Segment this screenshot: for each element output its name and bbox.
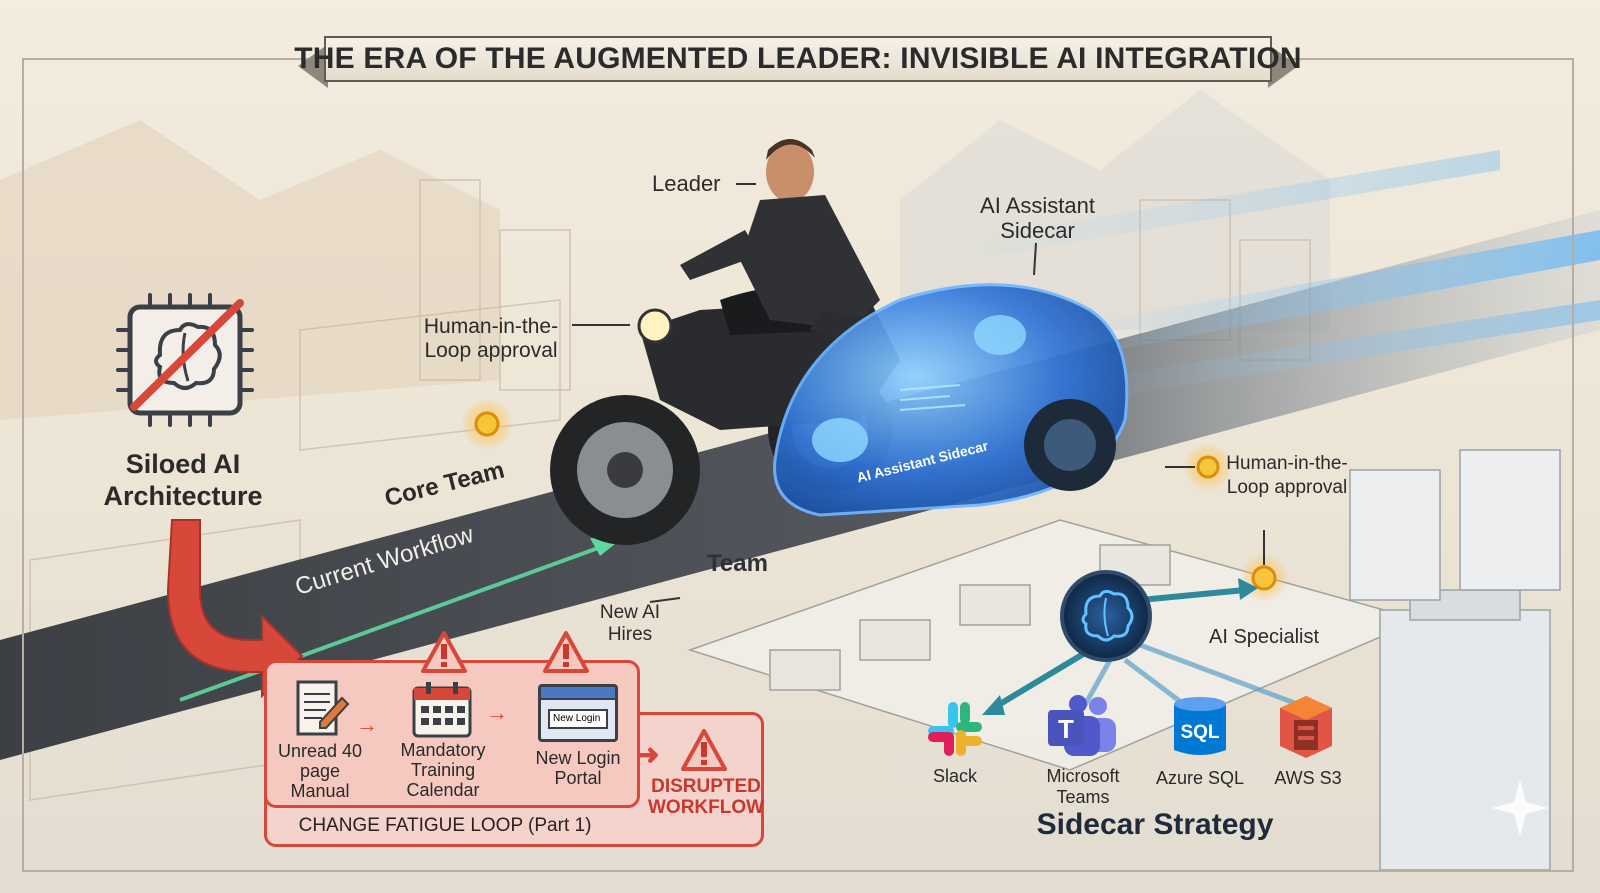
calendar-icon — [412, 682, 472, 738]
title-banner: THE ERA OF THE AUGMENTED LEADER: INVISIB… — [294, 30, 1302, 88]
banner-tail-left — [298, 44, 328, 88]
road-line — [179, 538, 621, 702]
ai-brain-hub-icon — [1060, 570, 1152, 662]
sidecar-strategy-title: Sidecar Strategy — [1036, 808, 1274, 841]
teams-logo-letter: T — [1058, 714, 1074, 744]
background-hill — [900, 90, 1330, 330]
team-label: Team — [707, 550, 768, 577]
disrupted-workflow-label: DISRUPTED WORKFLOW — [648, 776, 765, 818]
step-arrow-icon: → — [486, 700, 508, 725]
document-pen-icon — [296, 680, 350, 736]
siloed-to-fatigue-arrow — [166, 519, 304, 699]
sidecar-label: AI Assistant Sidecar — [980, 193, 1095, 243]
page-title: THE ERA OF THE AUGMENTED LEADER: INVISIB… — [294, 36, 1302, 82]
login-window-titlebar — [541, 687, 615, 700]
ai-sidecar — [773, 283, 1129, 517]
approval-node — [1196, 455, 1220, 479]
teams-label: Microsoft Teams — [1046, 766, 1120, 807]
login-window-icon: New Login — [538, 684, 618, 742]
leader-lines — [572, 183, 1265, 603]
office-floor — [687, 519, 1423, 771]
approval-node — [1251, 565, 1277, 591]
crossed-out-brain-chip-icon — [116, 293, 254, 427]
strategy-arrows — [982, 578, 1301, 715]
ai-specialist-label: AI Specialist — [1209, 626, 1320, 648]
login-window-field: New Login — [548, 709, 608, 729]
aws-s3-logo-icon — [1280, 696, 1332, 758]
teams-logo-icon: T — [1048, 695, 1116, 756]
azure-sql-logo-text: SQL — [1180, 722, 1219, 743]
change-fatigue-title: CHANGE FATIGUE LOOP (Part 1) — [298, 815, 592, 836]
speed-streaks — [900, 150, 1600, 400]
slack-label: Slack — [932, 766, 977, 786]
banner-tail-right — [1268, 44, 1298, 88]
new-ai-hires-label: New AI Hires — [599, 602, 661, 645]
step-label-manual: Unread 40 page Manual — [277, 741, 363, 801]
step-label-training: Mandatory Training Calendar — [400, 740, 486, 800]
azure-sql-logo-icon: SQL — [1174, 697, 1226, 755]
slack-logo-icon — [928, 702, 982, 756]
hitl-label-right: Human-in-the-Loop approval — [1226, 453, 1348, 498]
warning-triangle-icon — [543, 631, 589, 673]
background-hill — [0, 120, 500, 420]
step-label-login: New Login Portal — [535, 748, 621, 788]
siloed-architecture-label: Siloed AI Architecture — [103, 449, 263, 511]
leader-label: Leader — [652, 171, 721, 196]
aws-s3-label: AWS S3 — [1274, 768, 1342, 788]
step-arrow-icon: → — [356, 712, 378, 737]
warning-triangle-icon — [421, 631, 467, 673]
warning-triangle-icon — [681, 729, 727, 771]
approval-node — [474, 411, 500, 437]
azure-sql-label: Azure SQL — [1155, 768, 1245, 788]
outcome-arrow-icon: ➜ — [636, 739, 660, 770]
hitl-label-left: Human-in-the-Loop approval — [423, 315, 559, 362]
sparkle-icon — [1492, 780, 1548, 836]
